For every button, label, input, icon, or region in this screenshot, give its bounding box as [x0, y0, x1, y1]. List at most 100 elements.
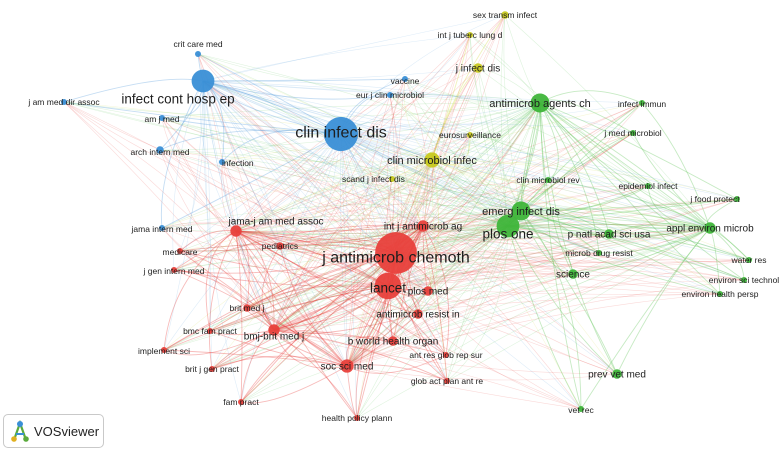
label-clin-microbiol-rev: clin microbiol rev	[516, 175, 580, 185]
node-infection[interactable]	[219, 159, 225, 165]
node-prev-vet-med[interactable]	[612, 369, 622, 379]
node-b-world-health-organ[interactable]	[388, 336, 398, 346]
node-antimicrob-resist-in[interactable]	[413, 309, 423, 319]
network-edge	[173, 225, 509, 271]
node-jama-j-am-med-assoc[interactable]	[230, 225, 242, 237]
network-edge	[273, 329, 582, 410]
node-infect-cont-hosp-ep[interactable]	[191, 69, 215, 93]
network-edge	[235, 230, 394, 342]
node-brit-med-j[interactable]	[243, 304, 251, 312]
node-j-am-med-dir-assoc[interactable]	[61, 99, 67, 105]
label-eurosurveillance: eurosurveillance	[439, 130, 501, 140]
network-edge	[221, 129, 342, 163]
node-infect-immun[interactable]	[639, 100, 645, 106]
node-ant-res-glob-rep-sur[interactable]	[443, 352, 449, 358]
network-edge	[246, 225, 509, 309]
node-j-med-microbiol[interactable]	[630, 130, 636, 136]
network-edge	[159, 149, 509, 227]
network-edge	[340, 133, 358, 419]
node-implement-sci[interactable]	[161, 347, 167, 353]
network-edge	[173, 252, 397, 274]
node-science[interactable]	[568, 269, 578, 279]
node-j-food-protect[interactable]	[734, 196, 740, 202]
node-vet-rec[interactable]	[578, 406, 584, 412]
network-edge	[346, 259, 750, 367]
node-arch-intern-med[interactable]	[156, 146, 164, 154]
node-antimicrob-agents-ch[interactable]	[530, 93, 550, 113]
node-microb-drug-resist[interactable]	[596, 250, 602, 256]
network-edge	[346, 279, 745, 367]
network-edge	[161, 117, 342, 135]
node-bmj-brit-med-j[interactable]	[268, 324, 280, 336]
node-scand-j-infect-dis[interactable]	[389, 176, 395, 182]
node-appl-environ-microb[interactable]	[704, 222, 716, 234]
network-edge	[273, 102, 541, 331]
network-edge	[179, 225, 509, 252]
network-edge	[235, 134, 471, 232]
network-edge	[202, 80, 391, 100]
node-am-j-med[interactable]	[159, 115, 165, 121]
node-emerg-infect-dis[interactable]	[511, 201, 531, 221]
network-edge	[477, 67, 509, 227]
network-edge	[340, 133, 574, 275]
node-soc-sci-med[interactable]	[340, 359, 354, 373]
node-plos-one[interactable]	[496, 214, 520, 238]
network-edge	[211, 252, 397, 370]
node-sex-transm-infect[interactable]	[501, 11, 509, 19]
network-edge	[395, 252, 582, 410]
node-pediatrics[interactable]	[276, 242, 284, 250]
network-edge	[273, 132, 634, 331]
node-clin-microbiol-rev[interactable]	[545, 177, 551, 183]
network-edge	[395, 179, 549, 254]
node-epidemiol-infect[interactable]	[645, 183, 651, 189]
node-j-gen-intern-med[interactable]	[171, 267, 177, 273]
network-edge	[395, 252, 618, 375]
label-infection: infection	[222, 158, 254, 168]
node-j-antimicrob-chemoth[interactable]	[375, 232, 417, 274]
node-environ-sci-technol[interactable]	[741, 277, 747, 283]
network-edge	[273, 227, 711, 331]
node-fam-pract[interactable]	[238, 399, 244, 405]
network-edge	[469, 34, 541, 104]
node-eurosurveillance[interactable]	[467, 132, 473, 138]
node-vaccine[interactable]	[402, 76, 408, 82]
network-edge	[202, 80, 424, 227]
network-edge	[240, 285, 389, 403]
network-edge	[202, 80, 721, 295]
node-jama-intern-med[interactable]	[159, 225, 165, 231]
network-edge	[221, 161, 424, 227]
network-edge	[404, 78, 428, 227]
node-eur-j-clin-microbiol[interactable]	[387, 92, 393, 98]
network-edge	[202, 80, 248, 309]
network-edge	[346, 185, 649, 367]
network-edge	[161, 227, 389, 287]
node-lancet[interactable]	[374, 272, 402, 300]
network-edge	[387, 285, 618, 375]
network-edge	[273, 133, 342, 331]
node-int-j-tuberc-lung-d[interactable]	[467, 32, 473, 38]
node-glob-act-plan-ant-re[interactable]	[444, 378, 450, 384]
node-crit-care-med[interactable]	[195, 51, 201, 57]
network-edge	[202, 80, 348, 367]
network-edge	[273, 210, 522, 331]
network-edge	[387, 227, 711, 287]
node-p-natl-acad-sci-usa[interactable]	[604, 229, 614, 239]
node-clin-infect-dis[interactable]	[323, 116, 359, 152]
node-environ-health-persp[interactable]	[717, 291, 723, 297]
network-edge	[235, 230, 745, 281]
network-edge	[346, 102, 643, 367]
label-soc-sci-med: soc sci med	[321, 362, 374, 373]
network-edge	[387, 233, 610, 287]
node-j-infect-dis[interactable]	[473, 63, 483, 73]
node-bmc-fam-pract[interactable]	[207, 328, 213, 334]
node-int-j-antimicrob-ag[interactable]	[417, 220, 429, 232]
network-edge	[340, 133, 610, 235]
node-clin-microbiol-infec[interactable]	[424, 152, 440, 168]
node-water-res[interactable]	[746, 257, 752, 263]
node-health-policy-plann[interactable]	[354, 415, 360, 421]
network-edge	[202, 80, 342, 135]
node-medicare[interactable]	[177, 248, 183, 254]
node-plos-med[interactable]	[423, 286, 433, 296]
node-brit-j-gen-pract[interactable]	[209, 366, 215, 372]
